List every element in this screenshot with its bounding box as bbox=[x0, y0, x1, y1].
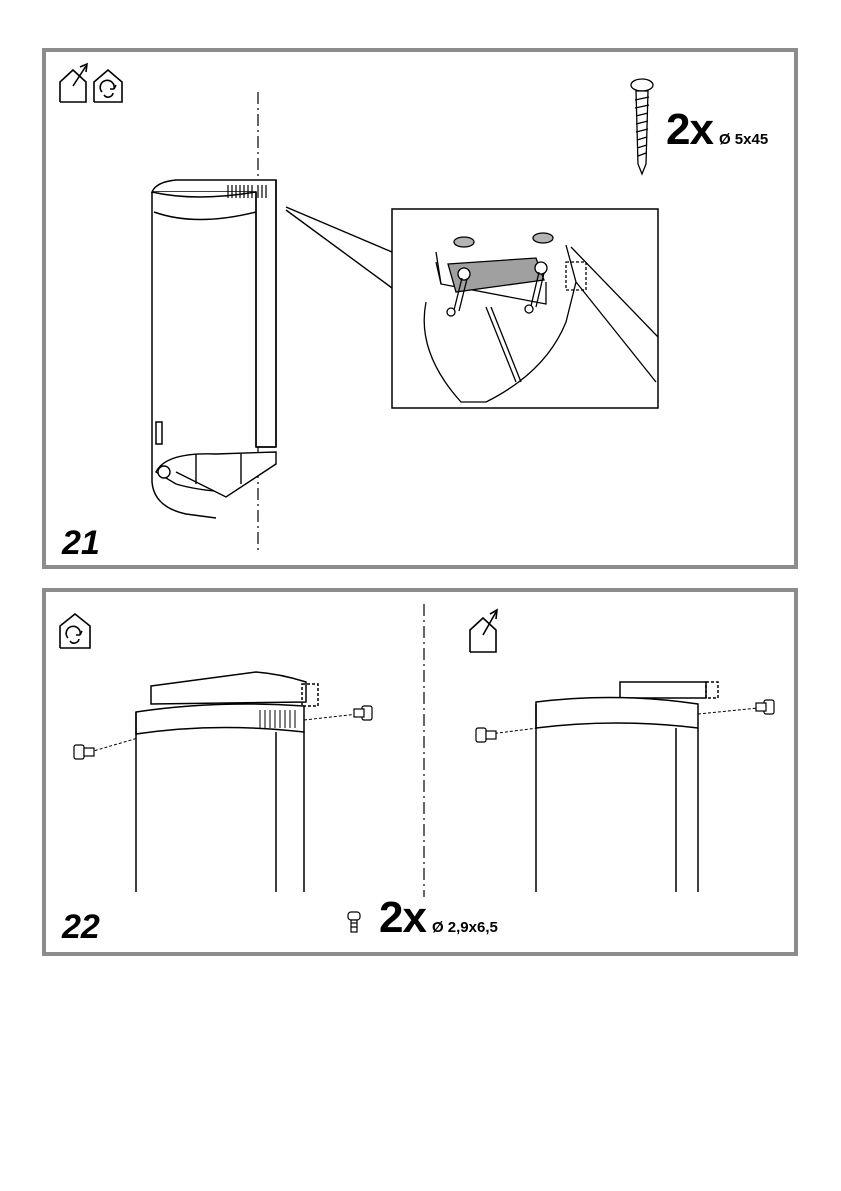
step-number: 22 bbox=[62, 910, 100, 944]
hood-ducted bbox=[536, 682, 718, 892]
short-screw-icon bbox=[348, 912, 360, 932]
fastener-size: Ø 5x45 bbox=[719, 131, 768, 148]
step-number: 21 bbox=[62, 526, 100, 560]
detail-view bbox=[392, 209, 658, 408]
recirculation-mode-icon bbox=[94, 70, 122, 102]
ducted-mode-icon bbox=[470, 610, 497, 652]
step-21-panel: 2x Ø 5x45 21 bbox=[42, 48, 798, 569]
fastener-quantity-22: 2x Ø 2,9x6,5 bbox=[379, 896, 498, 940]
fastener-quantity-21: 2x Ø 5x45 bbox=[666, 108, 768, 152]
step-22-panel: 2x Ø 2,9x6,5 22 bbox=[42, 588, 798, 956]
hood-recirculation bbox=[136, 672, 318, 892]
fastener-count: 2x bbox=[379, 893, 426, 942]
long-screw-icon bbox=[631, 79, 653, 174]
fastener-size: Ø 2,9x6,5 bbox=[432, 919, 498, 936]
fastener-count: 2x bbox=[666, 105, 713, 154]
recirculation-mode-icon bbox=[60, 614, 90, 648]
ducted-mode-icon bbox=[60, 64, 87, 102]
